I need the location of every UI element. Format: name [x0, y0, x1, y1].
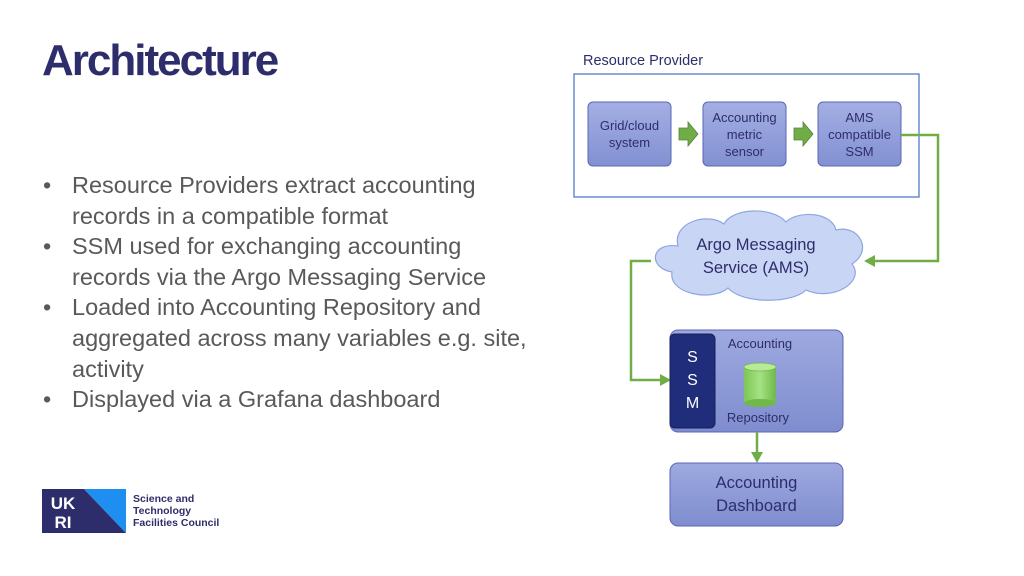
repository-bottom-label: Repository: [726, 409, 790, 425]
ssm-letter: S: [687, 372, 698, 389]
ssm-letter: M: [685, 395, 700, 412]
bullet-dot: •: [43, 386, 52, 413]
bullet-dot: •: [43, 233, 52, 260]
bullet-list: • Resource Providers extract accounting r…: [40, 170, 540, 415]
arrowhead-icon: [864, 255, 875, 267]
ssm-letter: S: [687, 349, 698, 366]
bullet-item: • Resource Providers extract accounting r…: [40, 170, 540, 231]
connector-ams-to-repo: [629, 259, 661, 382]
bullet-item: • SSM used for exchanging accounting reco…: [40, 231, 540, 292]
repository-top-label: Accounting: [727, 335, 793, 351]
metric-sensor-label: Accounting metric sensor: [712, 109, 777, 159]
database-cylinder-icon: [743, 362, 777, 407]
bullet-text: Loaded into Accounting Repository and ag…: [72, 294, 527, 382]
metric-sensor-box: [702, 101, 787, 167]
ams-cloud-label: Argo Messaging Service (AMS): [696, 236, 816, 277]
logo-text: Science and Technology Facilities Counci…: [133, 493, 219, 529]
svg-text:UK: UK: [51, 494, 76, 513]
ukri-stfc-logo: UK RI Science and Technology Facilities …: [42, 489, 219, 533]
ams-cloud: [654, 210, 864, 301]
bullet-dot: •: [43, 172, 52, 198]
block-arrow-icon: [793, 120, 814, 148]
ssm-block: [669, 333, 716, 429]
grid-cloud-label: Grid/cloud system: [599, 118, 660, 150]
dashboard-box: [669, 462, 844, 527]
ukri-logo-mark: UK RI: [42, 489, 126, 533]
dashboard-label: Accounting Dashboard: [715, 473, 798, 515]
resource-provider-label: Resource Provider: [583, 53, 704, 69]
bullet-text: Displayed via a Grafana dashboard: [72, 386, 441, 413]
grid-cloud-box: [587, 101, 672, 167]
ams-ssm-label: AMS compatible SSM: [828, 109, 891, 159]
bullet-text: SSM used for exchanging accounting recor…: [72, 233, 487, 290]
slide-title: Architecture: [42, 36, 279, 85]
bullet-item: • Displayed via a Grafana dashboard: [40, 384, 540, 415]
bullet-text: Resource Providers extract accounting re…: [72, 172, 476, 229]
connector-ssm-to-ams: [873, 133, 940, 263]
arrowhead-icon: [751, 452, 763, 463]
block-arrow-icon: [678, 120, 699, 148]
arrowhead-icon: [660, 374, 671, 386]
logo-text-line: Science and: [133, 493, 195, 505]
svg-text:RI: RI: [55, 513, 72, 532]
bullet-item: • Loaded into Accounting Repository and a…: [40, 292, 540, 384]
ssm-vertical-label: S S M: [670, 346, 715, 415]
logo-text-line: Facilities Council: [133, 517, 220, 529]
bullet-dot: •: [43, 294, 52, 321]
logo-text-line: Technology: [133, 505, 192, 517]
